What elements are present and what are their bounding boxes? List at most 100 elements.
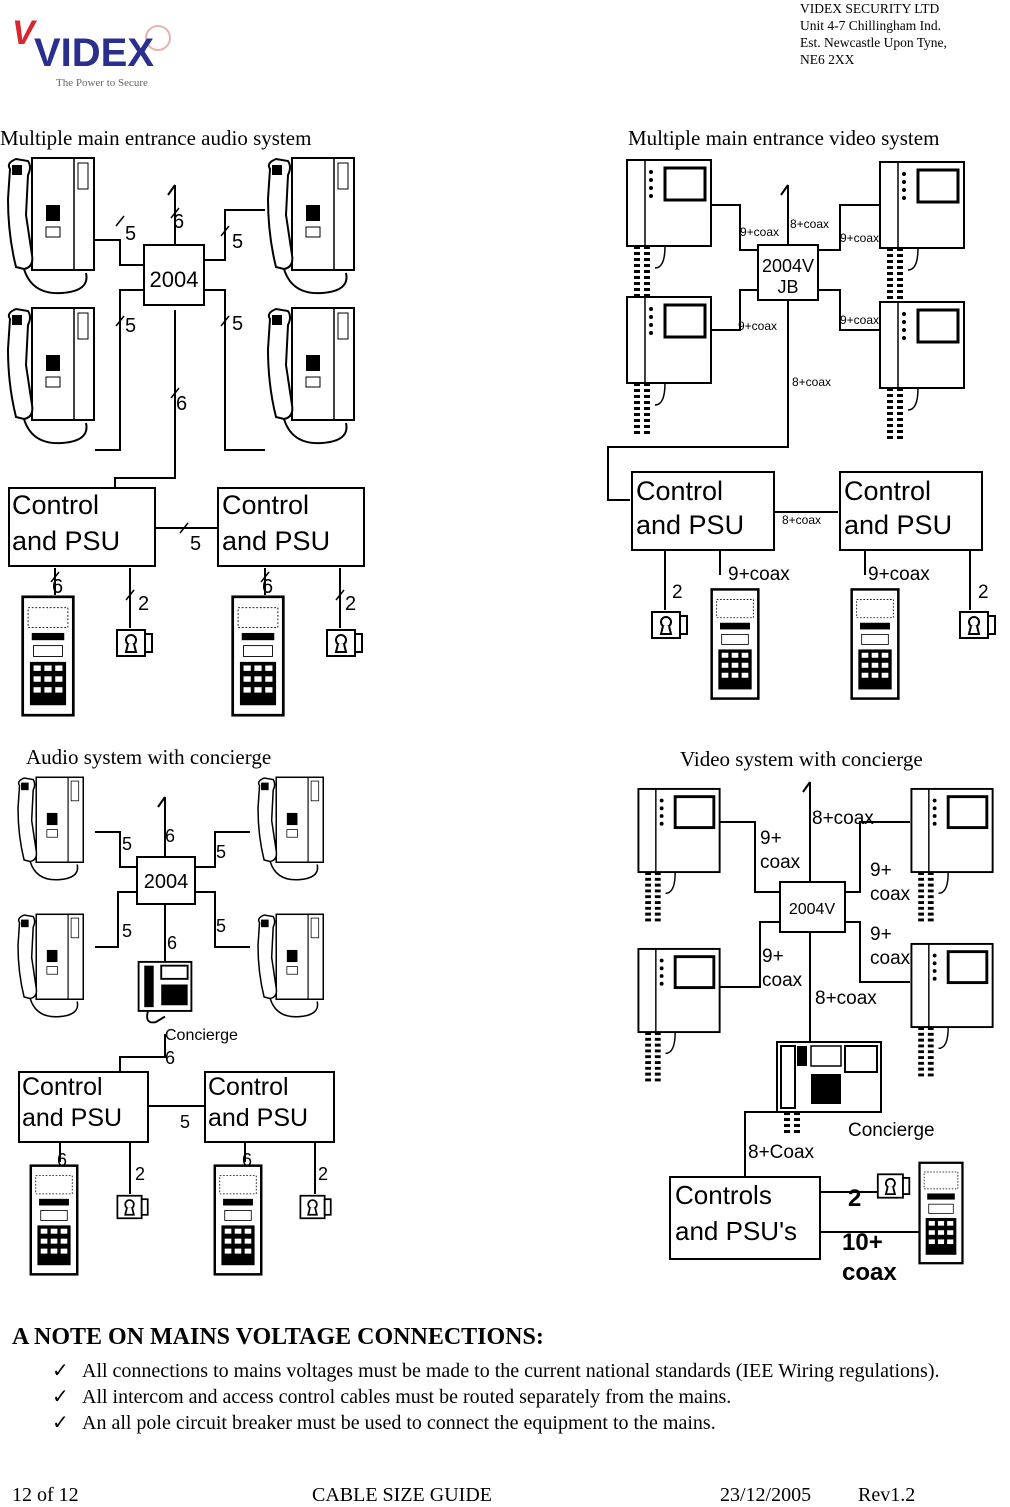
control-label: and PSU (844, 510, 952, 540)
cable-label: 2 (978, 582, 989, 603)
cable-label: 9+coax (840, 313, 879, 327)
video-monitor-icon (880, 162, 964, 300)
cable-label: 5 (216, 916, 226, 936)
cable-label: 6 (262, 576, 273, 598)
video-monitor-icon (638, 789, 719, 922)
control-label: Control (844, 476, 931, 506)
cable-label: 2 (318, 1164, 328, 1184)
hub-2004: 2004 (150, 267, 199, 292)
cable-label: 2 (138, 593, 149, 615)
handset-icon (257, 913, 325, 1018)
video-monitor-icon (911, 944, 992, 1077)
cable-label: 9+ (870, 924, 892, 945)
control-label: and PSU (208, 1104, 308, 1132)
cable-label: 9+ (760, 828, 782, 849)
cable-label: 8+Coax (748, 1142, 815, 1163)
cable-label: 5 (180, 1112, 190, 1132)
note-list: ✓All connections to mains voltages must … (52, 1358, 1010, 1436)
handset-icon (17, 776, 85, 881)
door-panel-icon (21, 595, 75, 717)
control-label: Controls (675, 1180, 772, 1210)
handset-icon (267, 157, 355, 295)
cable-label: 5 (232, 313, 243, 335)
cable-label: 2 (135, 1164, 145, 1184)
check-icon: ✓ (52, 1412, 69, 1434)
handset-icon (7, 307, 95, 445)
door-panel-icon (710, 587, 760, 701)
lock-icon (959, 611, 996, 639)
cable-label: coax (842, 1259, 897, 1286)
cable-label: 6 (242, 1150, 252, 1170)
lock-icon (326, 629, 363, 657)
logo-tagline: The Power to Secure (56, 77, 148, 89)
note-heading: A NOTE ON MAINS VOLTAGE CONNECTIONS: (12, 1324, 544, 1350)
logo-text: VIDEX (34, 31, 154, 75)
door-panel-icon (918, 1161, 964, 1265)
cable-label: 5 (190, 533, 201, 555)
concierge-station-icon (137, 960, 193, 1024)
control-label: and PSU's (675, 1216, 797, 1246)
cable-label: 6 (165, 1048, 175, 1068)
cable-label: 10+ (842, 1229, 883, 1256)
caption-video-multi: Multiple main entrance video system (628, 126, 940, 150)
door-panel-icon (29, 1164, 79, 1276)
cable-label: 8+coax (815, 988, 877, 1009)
cable-label: 9+coax (738, 319, 777, 333)
cable-label: 9+coax (868, 564, 930, 585)
cable-label: 9+coax (740, 225, 779, 239)
footer-title: CABLE SIZE GUIDE (312, 1484, 492, 1506)
cable-label: 8+coax (792, 375, 831, 389)
cable-label: 2 (345, 593, 356, 615)
cable-label: 6 (52, 576, 63, 598)
footer-rev: Rev1.2 (858, 1484, 916, 1506)
diagram-audio-multi: 2004 5 5 5 5 6 6 5 6 6 2 2 Control and P… (7, 157, 365, 717)
control-label: and PSU (12, 526, 120, 556)
handset-icon (17, 913, 85, 1018)
video-monitor-icon (638, 949, 719, 1082)
cable-label: 9+ (762, 946, 784, 967)
cable-label: 5 (125, 315, 136, 337)
door-panel-icon (213, 1164, 263, 1276)
hub-jb: JB (777, 277, 798, 297)
check-icon: ✓ (52, 1360, 69, 1382)
cable-label: coax (870, 884, 911, 905)
cable-label: 9+coax (840, 231, 879, 245)
cable-label: 2 (672, 582, 683, 603)
cable-label: 5 (216, 842, 226, 862)
cable-label: 6 (176, 393, 187, 415)
lock-icon (651, 611, 688, 639)
video-monitor-icon (880, 302, 964, 440)
cable-label: 8+coax (782, 513, 821, 527)
concierge-label: Concierge (848, 1120, 935, 1141)
video-monitor-icon (627, 297, 711, 435)
diagram-audio-concierge: 2004 Concierge 5 5 5 5 6 6 6 5 6 6 2 2 C… (17, 776, 335, 1276)
footer-page: 12 of 12 (12, 1484, 79, 1506)
check-icon: ✓ (52, 1386, 69, 1408)
lock-icon (299, 1194, 332, 1220)
control-label: Control (22, 1073, 103, 1101)
control-label: and PSU (636, 510, 744, 540)
door-panel-icon (231, 595, 285, 717)
company-line-3: Est. Newcastle Upon Tyne, (800, 35, 947, 50)
video-monitor-icon (627, 160, 711, 298)
note-item: ✓All intercom and access control cables … (52, 1386, 732, 1408)
hub-2004v: 2004V (789, 901, 836, 918)
lock-icon (116, 1194, 149, 1220)
control-label: Control (636, 476, 723, 506)
control-label: and PSU (22, 1104, 122, 1132)
cable-label: 2 (848, 1185, 861, 1212)
hub-2004: 2004 (144, 871, 189, 893)
svg-text:V: V (12, 14, 38, 52)
company-line-1: VIDEX SECURITY LTD (800, 1, 940, 16)
footer-date: 23/12/2005 (720, 1484, 812, 1506)
caption-audio-multi: Multiple main entrance audio system (0, 126, 312, 150)
cable-label: 5 (122, 921, 132, 941)
control-label: Control (208, 1073, 289, 1101)
lock-icon (876, 1173, 911, 1199)
videx-logo: V VIDEX The Power to Secure (8, 4, 178, 90)
control-label: and PSU (222, 526, 330, 556)
handset-icon (267, 307, 355, 445)
control-label: Control (12, 490, 99, 520)
cable-label: 8+coax (812, 808, 874, 829)
lock-icon (116, 629, 153, 657)
